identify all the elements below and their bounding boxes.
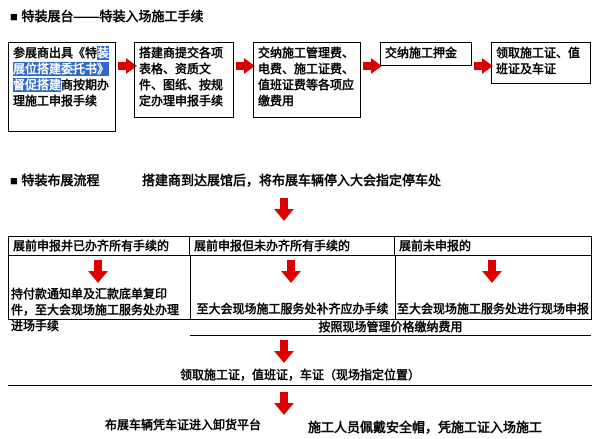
flow-arrow-right-icon	[118, 58, 137, 74]
step-box-pay-fees: 交纳施工管理费、电费、施工证费、值班证费等各项应缴费用	[253, 42, 361, 118]
flow-arrow-right-icon	[236, 58, 255, 74]
flow-arrow-down-icon	[88, 260, 108, 283]
flow-arrow-right-icon	[363, 58, 382, 74]
step1-text-post: 商按期办理施工申报手续	[13, 78, 110, 108]
step-box-exhibitor-letter: 参展商出具《特装展位搭建委托书》督促搭建商按期办理施工申报手续	[8, 42, 116, 132]
fee-note-text: 按照现场管理价格缴纳费用	[190, 320, 591, 336]
step-box-pay-deposit: 交纳施工押金	[380, 42, 472, 66]
table-vertical-line	[395, 256, 396, 320]
section-title-procedures: ■ 特装展台——特装入场施工手续	[10, 9, 204, 24]
table-vertical-line	[591, 256, 592, 320]
flow-arrow-down-icon	[482, 260, 502, 283]
flow-arrow-down-icon	[274, 392, 294, 415]
column-header-incomplete: 展前申报但未办齐所有手续的	[189, 236, 395, 256]
worker-note-text: 施工人员佩戴安全帽，凭施工证入场施工	[308, 420, 543, 435]
flow-arrow-down-icon	[274, 198, 294, 221]
vehicle-note-text: 布展车辆凭车证进入卸货平台	[105, 418, 262, 432]
table-vertical-line	[8, 256, 9, 320]
step1-text-pre: 参展商出具《特	[13, 46, 98, 60]
flow-arrow-right-icon	[474, 58, 493, 74]
table-vertical-line	[190, 256, 191, 320]
permit-pickup-text: 领取施工证，值班证，车证（现场指定位置）	[8, 366, 592, 386]
flow-arrow-down-icon	[281, 260, 301, 283]
column-body-completed: 持付款通知单及汇款底单复印件，至大会现场施工服务处办理进场手续	[8, 286, 190, 333]
process-intro-text: 搭建商到达展馆后，将布展车辆停入大会指定停车处	[142, 173, 442, 188]
column-body-incomplete: 至大会现场施工服务处补齐应办手续	[190, 286, 395, 320]
section-title-process: ■ 特装布展流程	[10, 173, 100, 188]
step-box-submit-documents: 搭建商提交各项表格、资质文件、图纸、按规定办理申报手续	[134, 42, 234, 118]
flow-arrow-down-icon	[274, 340, 294, 363]
column-header-completed: 展前申报并已办齐所有手续的	[8, 236, 190, 256]
column-header-undeclared: 展前未申报的	[394, 236, 592, 256]
column-body-undeclared: 至大会现场施工服务处进行现场申报	[395, 286, 591, 320]
step-box-receive-permits: 领取施工证、值班证及车证	[491, 42, 591, 84]
